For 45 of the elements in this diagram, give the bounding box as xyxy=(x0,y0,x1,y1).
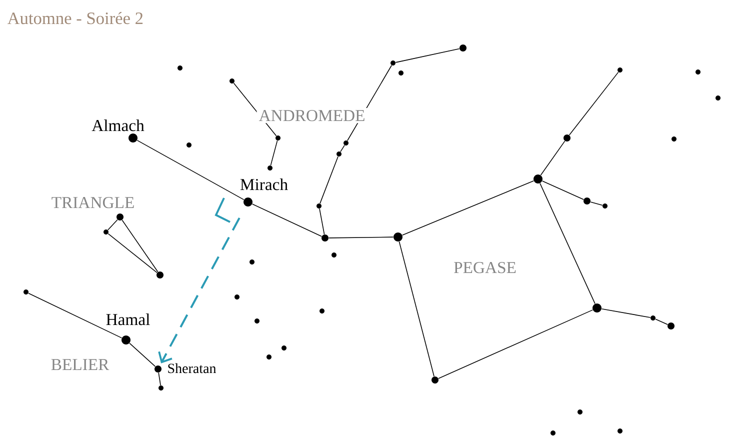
dashed-arrow xyxy=(158,217,240,364)
constellation-line xyxy=(340,144,345,152)
constellation-name: ANDROMEDE xyxy=(256,108,368,124)
star-dot xyxy=(394,232,402,242)
constellation-line xyxy=(438,310,594,379)
star-dot xyxy=(584,198,590,204)
constellation-line xyxy=(129,342,156,367)
constellation-line xyxy=(568,72,619,136)
constellation-line xyxy=(540,140,566,176)
star-dot xyxy=(668,322,674,330)
constellation-line xyxy=(540,182,596,304)
constellation-name: BELIER xyxy=(48,357,112,372)
constellation-line xyxy=(122,220,158,272)
constellation-line xyxy=(28,292,122,338)
constellation-line xyxy=(320,156,338,204)
star-dot xyxy=(534,174,542,184)
constellation-line xyxy=(402,180,534,236)
star-dot xyxy=(564,134,570,142)
star-dot xyxy=(460,44,466,52)
constellation-line xyxy=(328,236,394,238)
constellation-line xyxy=(398,241,434,377)
star-dot xyxy=(156,272,164,278)
constellation-line xyxy=(590,202,603,206)
constellation-line xyxy=(252,204,322,237)
constellation-line xyxy=(270,140,278,166)
constellation-line xyxy=(395,48,460,63)
star-name: Sheratan xyxy=(168,363,216,374)
title: Automne - Soirée 2 xyxy=(7,12,143,24)
constellation-name: PEGASE xyxy=(452,260,518,276)
constellation-line xyxy=(655,318,668,325)
star-dot xyxy=(116,214,124,220)
star-dot xyxy=(322,234,328,242)
star-dot xyxy=(432,376,438,384)
constellation-line xyxy=(158,372,161,386)
constellation-line xyxy=(542,180,584,200)
star-dot xyxy=(592,304,602,312)
constellation-line xyxy=(108,219,118,230)
constellation-line xyxy=(319,208,325,235)
constellation-name: TRIANGLE xyxy=(49,194,137,210)
star-name: Almach xyxy=(92,119,144,132)
star-name: Mirach xyxy=(240,178,288,190)
star-name: Hamal xyxy=(106,313,150,326)
constellation-line xyxy=(108,233,158,274)
constellation-line xyxy=(601,308,651,318)
constellation-line xyxy=(136,140,244,200)
